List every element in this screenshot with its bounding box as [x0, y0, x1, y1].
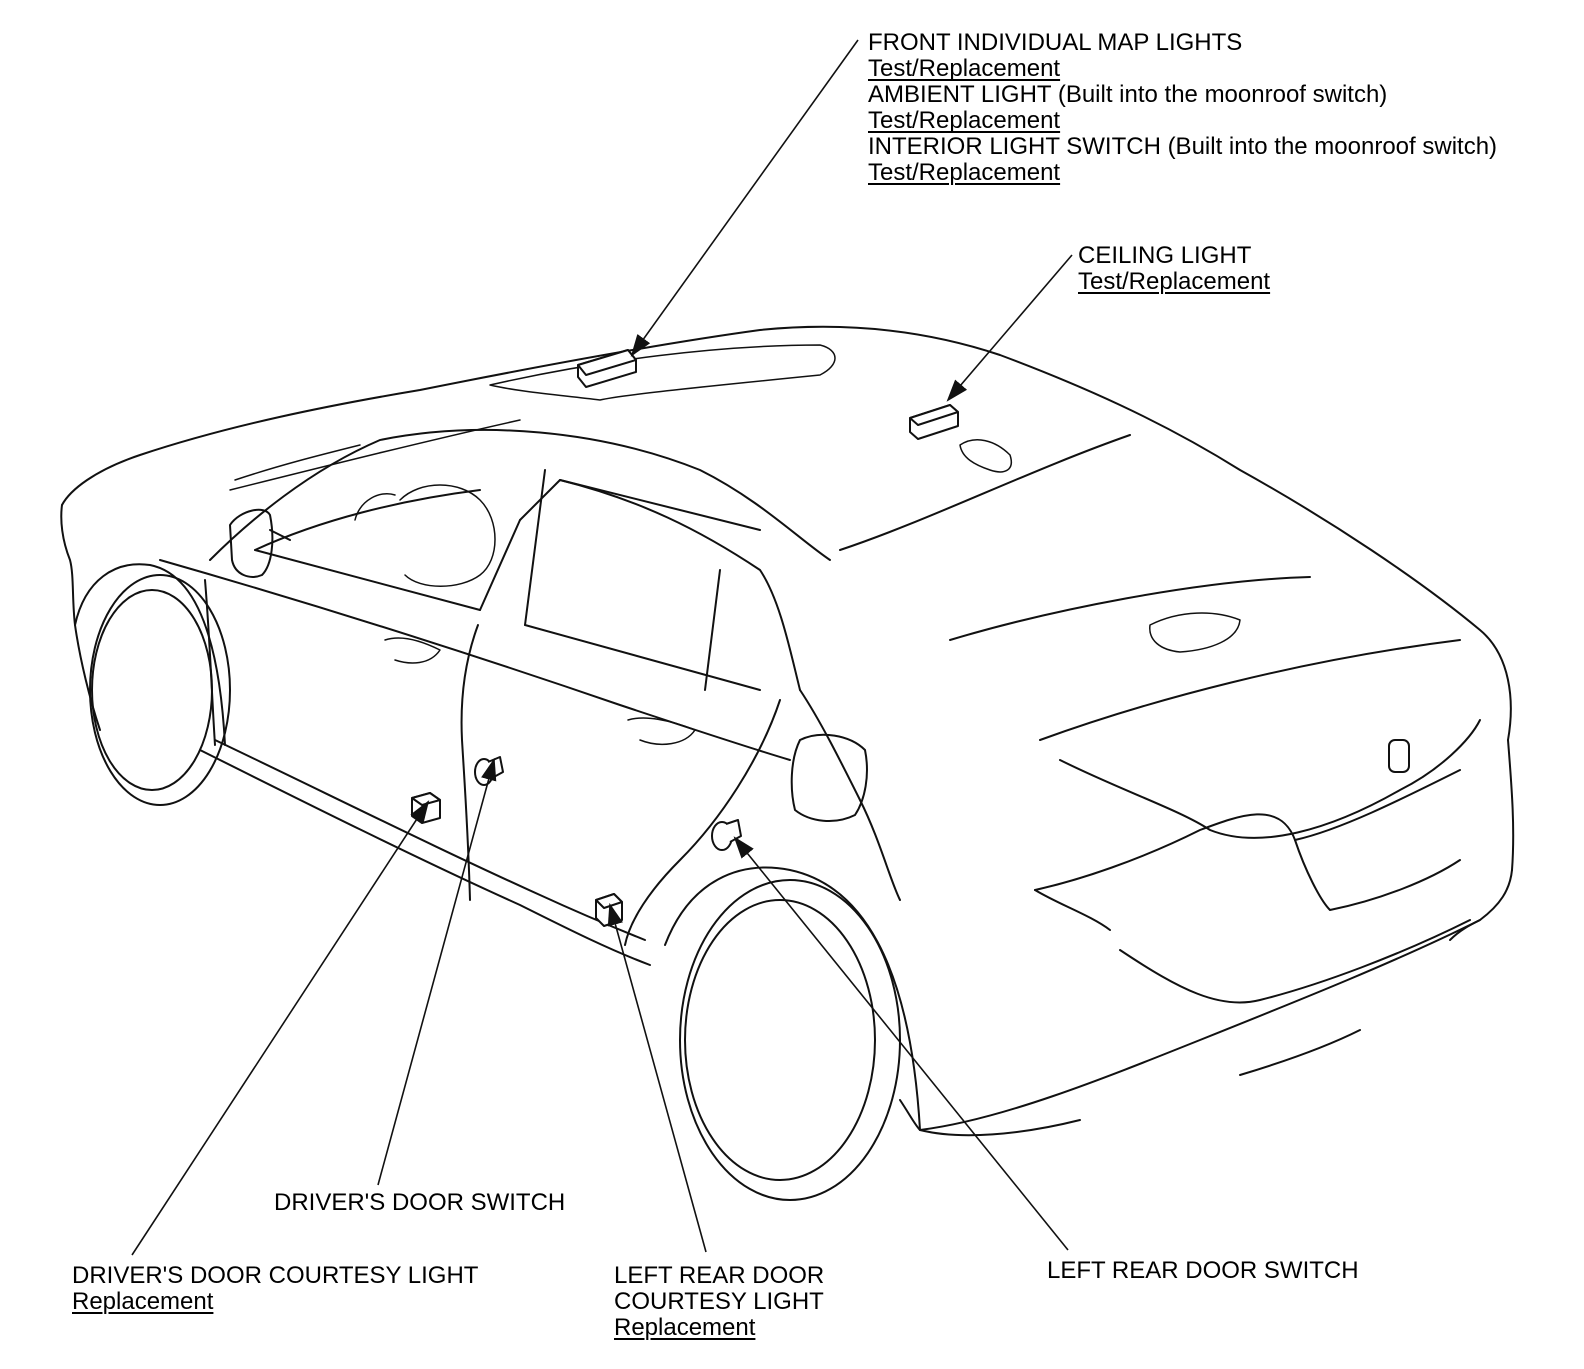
- interior-light-switch-test-link[interactable]: Test/Replacement: [868, 159, 1061, 186]
- doors: [159, 559, 791, 901]
- interior-light-switch-title: INTERIOR LIGHT: [868, 133, 1060, 160]
- shark-antenna: [959, 439, 1012, 473]
- front-map-lights-component[interactable]: [577, 349, 637, 388]
- front-map-lights-callout: FRONT INDIVIDUAL MAP LIGHTS Test/Replace…: [868, 30, 1497, 186]
- ambient-light-title: AMBIENT LIGHT: [868, 81, 1052, 108]
- side-mirror: [229, 508, 291, 578]
- left-rear-door-switch-title: LEFT REAR DOOR SWITCH: [1047, 1257, 1359, 1284]
- rear-wheel: [664, 866, 921, 1201]
- high-mount-stop-light: [1149, 612, 1241, 653]
- leader-lines: [131, 39, 1073, 1256]
- drivers-door-courtesy-light-replacement-link[interactable]: Replacement: [72, 1288, 214, 1315]
- ceiling-light-callout: CEILING LIGHT Test/Replacement: [1078, 243, 1270, 295]
- front-map-lights-title: FRONT INDIVIDUAL MAP LIGHTS: [868, 29, 1243, 56]
- ceiling-light-title: CEILING LIGHT: [1078, 242, 1252, 269]
- fuel-lid: [790, 733, 868, 822]
- left-rear-door-switch-callout: LEFT REAR DOOR SWITCH: [1047, 1258, 1359, 1284]
- moonroof-panel: [229, 344, 836, 491]
- front-map-lights-test-link[interactable]: Test/Replacement: [868, 55, 1061, 82]
- left-rear-door-courtesy-light-component[interactable]: [595, 893, 623, 927]
- drivers-door-courtesy-light-callout: DRIVER'S DOOR COURTESY LIGHT Replacement: [72, 1263, 478, 1315]
- front-wheel: [74, 563, 231, 806]
- drivers-door-courtesy-light-title: DRIVER'S DOOR COURTESY LIGHT: [72, 1262, 479, 1289]
- ambient-light-test-link[interactable]: Test/Replacement: [868, 107, 1061, 134]
- car-body: [60, 325, 1515, 1137]
- ambient-light-note: (Built into the moonroof switch): [1051, 81, 1388, 108]
- left-rear-door-courtesy-light-title-1: LEFT REAR DOOR: [614, 1262, 825, 1289]
- left-rear-door-courtesy-light-replacement-link[interactable]: Replacement: [614, 1314, 756, 1341]
- drivers-door-courtesy-light-component[interactable]: [411, 792, 441, 824]
- ceiling-light-test-link[interactable]: Test/Replacement: [1078, 268, 1271, 295]
- interior-light-switch-rest: SWITCH (Built into the moonroof switch): [1059, 133, 1498, 160]
- side-windows: [209, 429, 831, 691]
- left-rear-door-courtesy-light-title-2: COURTESY LIGHT: [614, 1288, 824, 1315]
- drivers-door-switch-callout: DRIVER'S DOOR SWITCH: [274, 1190, 565, 1216]
- ceiling-light-component[interactable]: [909, 404, 959, 440]
- left-rear-door-switch-component[interactable]: [711, 819, 742, 851]
- left-rear-door-courtesy-light-callout: LEFT REAR DOOR COURTESY LIGHT Replacemen…: [614, 1263, 824, 1341]
- drivers-door-switch-title: DRIVER'S DOOR SWITCH: [274, 1189, 566, 1216]
